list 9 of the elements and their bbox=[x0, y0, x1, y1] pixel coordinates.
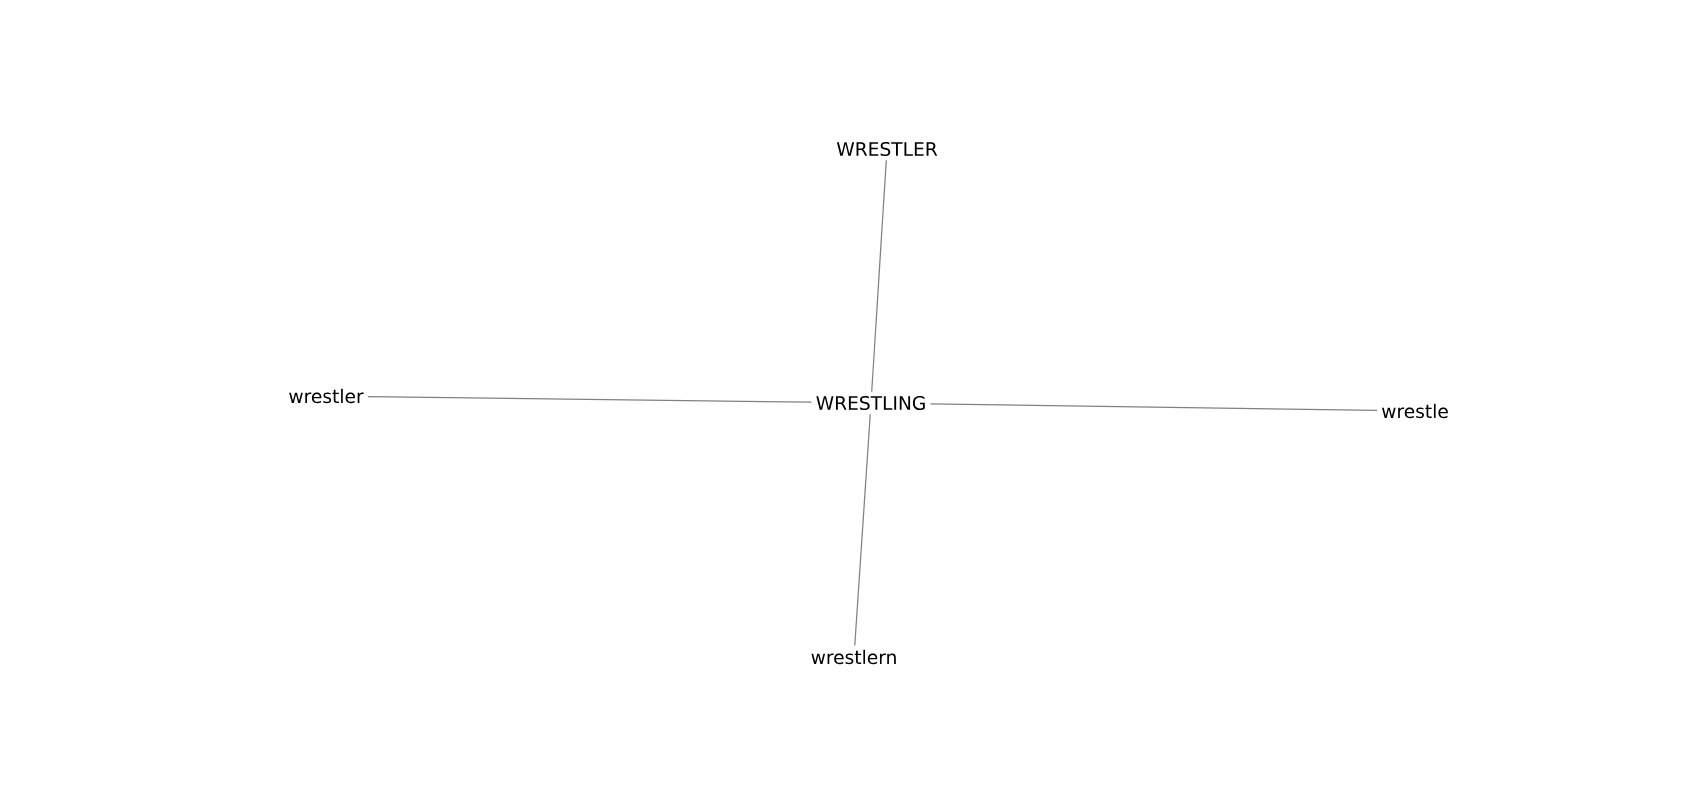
node-label: WRESTLER bbox=[836, 141, 938, 157]
connector-line bbox=[871, 159, 887, 393]
connector-line bbox=[854, 413, 871, 647]
node-label: WRESTLING bbox=[816, 395, 925, 411]
node-label: wrestle bbox=[1382, 403, 1448, 419]
node-label: wrestler bbox=[289, 388, 364, 404]
node-label: wrestlern bbox=[811, 649, 896, 665]
connector-line bbox=[367, 395, 813, 403]
connector-line bbox=[929, 403, 1378, 412]
